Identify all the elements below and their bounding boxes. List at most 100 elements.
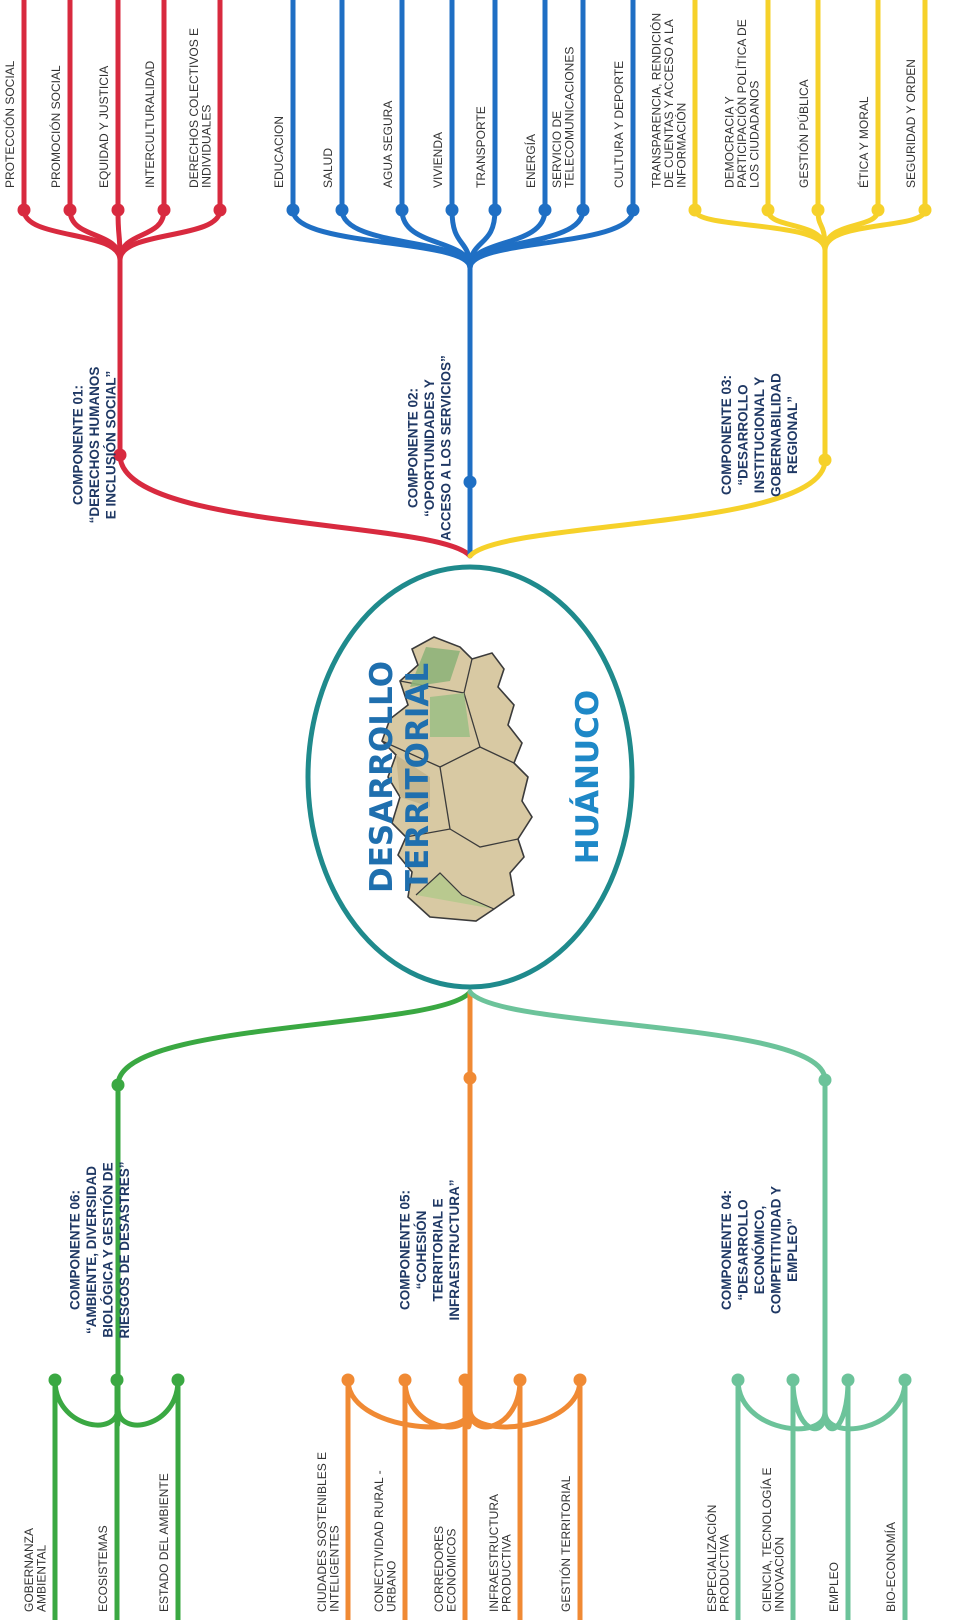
item-label-yellow-1-line-1: PARTICIPACIÓN POLÍTICA DE <box>734 19 749 188</box>
component-label-orange-line-3: INFRAESTRUCTURA” <box>447 1180 462 1321</box>
branch-teal-0 <box>735 1377 828 1620</box>
item-label-red-4-line-0: DERECHOS COLECTIVOS E <box>187 28 201 188</box>
item-label-teal-1-line-1: INNOVACIÓN <box>771 1537 786 1612</box>
component-label-teal-line-2: ECONÓMICO, <box>752 1206 767 1295</box>
branch-nodes <box>17 203 932 1387</box>
hub-dot-blue <box>463 475 477 489</box>
component-label-yellow-line-3: GOBERNABILIDAD <box>769 373 784 497</box>
component-label-red-line-2: E INCLUSIÓN SOCIAL” <box>104 371 119 520</box>
component-label-green-line-3: RIESGOS DE DESASTRES” <box>117 1161 132 1338</box>
item-dot-teal-0 <box>731 1373 745 1387</box>
item-dot-red-0 <box>17 203 31 217</box>
item-dot-teal-3 <box>898 1373 912 1387</box>
trunk-green <box>115 989 473 1411</box>
branch-red-2 <box>115 0 123 263</box>
item-label-red-0-line-0: PROTECCIÓN SOCIAL <box>2 60 17 188</box>
item-label-blue-2-line-0: AGUA SEGURA <box>381 101 395 188</box>
component-label-yellow-line-4: REGIONAL” <box>785 396 800 474</box>
component-label-yellow-line-1: “DESARROLLO <box>736 384 751 485</box>
item-dot-yellow-2 <box>811 203 825 217</box>
item-label-teal-0-line-1: PRODUCTIVA <box>717 1534 731 1612</box>
hub-dot-red <box>113 448 127 462</box>
branch-teal-1 <box>790 1377 828 1620</box>
item-dot-blue-5 <box>538 203 552 217</box>
component-label-blue-line-2: ACCESO A LOS SERVICIOS” <box>439 355 454 541</box>
component-label-red-line-0: COMPONENTE 01: <box>71 385 86 505</box>
item-dot-orange-0 <box>341 1373 355 1387</box>
item-label-orange-0-line-1: INTELIGENTES <box>327 1525 341 1612</box>
item-dot-yellow-3 <box>871 203 885 217</box>
branch-red-3 <box>117 0 167 263</box>
item-label-yellow-3-line-0: ÉTICA Y MORAL <box>856 96 871 188</box>
item-dot-blue-7 <box>626 203 640 217</box>
center-subtitle: HUÁNUCO <box>570 690 606 864</box>
item-label-yellow-2-line-0: GESTIÓN PÚBLICA <box>796 79 811 188</box>
branch-teal-3 <box>822 1377 908 1620</box>
hub-dot-green <box>111 1078 125 1092</box>
item-label-blue-6-line-1: TELECOMUNICACIONES <box>562 47 576 188</box>
component-label-red-line-1: “DERECHOS HUMANOS <box>87 367 102 524</box>
item-dot-blue-2 <box>395 203 409 217</box>
item-label-yellow-1-line-2: LOS CIUDADANOS <box>748 81 762 188</box>
item-label-orange-1-line-1: URBANO <box>384 1561 398 1612</box>
item-label-blue-4-line-0: TRANSPORTE <box>474 106 488 188</box>
item-label-teal-1-line-0: CIENCIA, TECNOLOGÍA E <box>759 1468 774 1612</box>
item-dot-yellow-0 <box>688 203 702 217</box>
item-dot-green-2 <box>171 1373 185 1387</box>
item-label-teal-0-line-0: ESPECIALIZACIÓN <box>704 1505 719 1612</box>
item-dot-blue-1 <box>335 203 349 217</box>
component-label-green-line-1: “AMBIENTE, DIVERSIDAD <box>84 1166 99 1334</box>
item-label-red-4-line-1: INDIVIDUALES <box>199 105 213 188</box>
component-label-yellow-line-2: INSTITUCIONAL Y <box>752 377 767 494</box>
component-label-teal-line-4: EMPLEO” <box>785 1218 800 1282</box>
item-label-red-1-line-0: PROMOCIÓN SOCIAL <box>48 65 63 188</box>
item-label-orange-2-line-0: CORREDORES <box>432 1526 446 1612</box>
component-label-orange-line-1: “COHESIÓN <box>414 1211 429 1290</box>
item-label-orange-2-line-1: ECONÓMICOS <box>443 1529 458 1612</box>
item-label-teal-3-line-0: BIO-ECONOMÍA <box>883 1522 898 1612</box>
item-dot-red-4 <box>213 203 227 217</box>
component-label-teal-line-1: “DESARROLLO <box>736 1199 751 1300</box>
item-label-orange-0-line-0: CIUDADES SOSTENIBLES E <box>315 1452 329 1612</box>
component-label-green-line-0: COMPONENTE 06: <box>67 1190 82 1310</box>
item-dot-orange-3 <box>513 1373 527 1387</box>
item-label-green-0-line-0: GOBERNANZA <box>22 1528 36 1612</box>
item-label-yellow-0-line-1: DE CUENTAS Y ACCESO A LA <box>662 19 676 188</box>
component-label-green-line-2: BIOLÓGICA Y GESTIÓN DE <box>100 1162 115 1337</box>
item-label-yellow-4-line-0: SEGURIDAD Y ORDEN <box>904 59 918 188</box>
component-label-orange-line-0: COMPONENTE 05: <box>397 1190 412 1310</box>
item-dot-teal-1 <box>786 1373 800 1387</box>
hub-dot-teal <box>818 1073 832 1087</box>
item-dot-red-1 <box>63 203 77 217</box>
item-label-orange-3-line-0: INFRAESTRUCTURA <box>487 1494 501 1612</box>
item-dot-blue-4 <box>488 203 502 217</box>
hub-dot-orange <box>463 1071 477 1085</box>
item-dot-yellow-4 <box>918 203 932 217</box>
item-label-blue-7-line-0: CULTURA Y DEPORTE <box>612 61 626 188</box>
central-node: DESARROLLO TERRITORIAL HUÁNUCO <box>305 564 635 990</box>
item-label-blue-1-line-0: SALUD <box>321 148 335 188</box>
item-label-blue-5-line-0: ENERGÍA <box>523 134 538 188</box>
item-dot-red-2 <box>111 203 125 217</box>
huanuco-map-icon <box>381 636 533 922</box>
item-dot-green-0 <box>48 1373 62 1387</box>
item-label-orange-1-line-0: CONECTIVIDAD RURAL - <box>372 1470 386 1612</box>
item-dot-orange-2 <box>458 1373 472 1387</box>
center-title-line1: DESARROLLO <box>364 661 400 893</box>
item-dot-yellow-1 <box>761 203 775 217</box>
component-label-orange-line-2: TERRITORIAL E <box>430 1198 445 1301</box>
branch-red-1 <box>67 0 123 263</box>
item-label-blue-3-line-0: VIVIENDA <box>431 132 445 188</box>
component-label-blue-line-0: COMPONENTE 02: <box>406 388 421 508</box>
component-label-teal-line-0: COMPONENTE 04: <box>719 1190 734 1310</box>
item-label-blue-0-line-0: EDUCACION <box>272 116 286 188</box>
item-dot-orange-1 <box>398 1373 412 1387</box>
item-dot-blue-0 <box>286 203 300 217</box>
branch-blue-7 <box>467 0 636 271</box>
item-label-yellow-0-line-2: INFORMACIÓN <box>674 103 689 188</box>
item-dot-green-1 <box>110 1373 124 1387</box>
item-dot-orange-4 <box>573 1373 587 1387</box>
item-label-red-3-line-0: INTERCULTURALIDAD <box>143 61 157 188</box>
item-dot-teal-2 <box>841 1373 855 1387</box>
